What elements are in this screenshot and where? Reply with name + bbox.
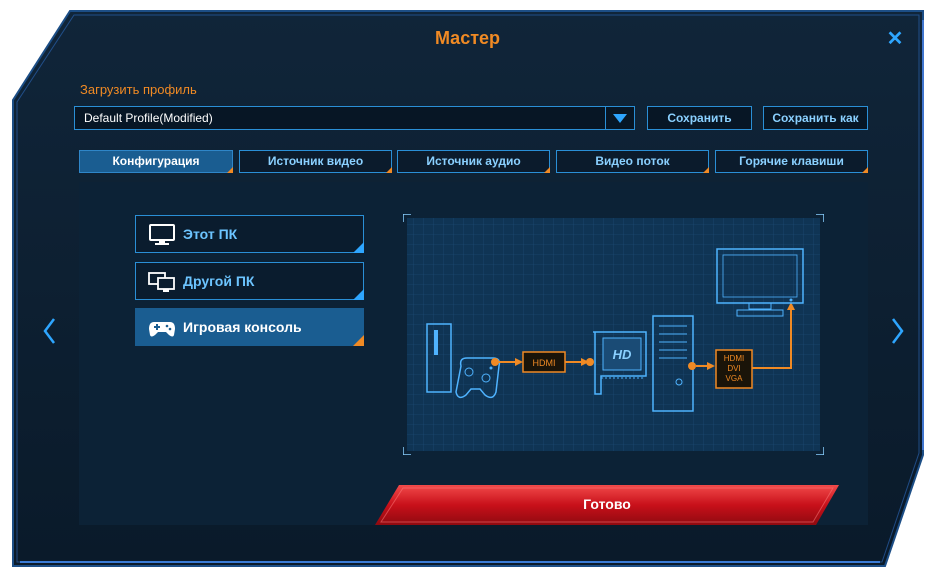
tab-label: Видео поток	[595, 154, 670, 168]
tab-label: Горячие клавиши	[739, 154, 844, 168]
window-title: Мастер	[434, 28, 501, 48]
done-button-bg	[375, 485, 839, 525]
profile-label: Загрузить профиль	[80, 82, 197, 97]
option-other-pc[interactable]: Другой ПК	[135, 262, 364, 300]
console-icon	[426, 323, 452, 393]
option-corner	[353, 335, 364, 346]
gamepad-icon	[148, 317, 176, 339]
option-corner	[353, 289, 364, 300]
option-label: Игровая консоль	[183, 319, 302, 335]
save-as-button[interactable]: Сохранить как	[763, 106, 868, 130]
tab-label: Конфигурация	[112, 154, 200, 168]
option-label: Другой ПК	[183, 273, 255, 289]
tab-configuration[interactable]: Конфигурация	[79, 150, 233, 173]
tab-hotkeys[interactable]: Горячие клавиши	[715, 150, 868, 173]
option-label: Этот ПК	[183, 226, 238, 242]
profile-value: Default Profile(Modified)	[84, 111, 213, 125]
chevron-down-icon[interactable]	[605, 107, 634, 129]
tab-label: Источник аудио	[426, 154, 521, 168]
option-this-pc[interactable]: Этот ПК	[135, 215, 364, 253]
profile-dropdown[interactable]: Default Profile(Modified)	[74, 106, 635, 130]
next-arrow-icon[interactable]	[887, 315, 907, 347]
monitor-icon	[148, 224, 176, 246]
tab-video-stream[interactable]: Видео поток	[556, 150, 709, 173]
two-monitors-icon	[148, 271, 176, 293]
tab-label: Источник видео	[267, 154, 364, 168]
tab-corner	[862, 167, 868, 173]
output-hdmi: HDMI	[724, 354, 744, 363]
save-button[interactable]: Сохранить	[647, 106, 752, 130]
diagram-svg: HDMI HD HDMI DVI VGA	[402, 213, 825, 456]
done-button[interactable]: Готово	[375, 485, 839, 525]
done-label: Готово	[583, 496, 631, 512]
option-game-console[interactable]: Игровая консоль	[135, 308, 364, 346]
tab-corner	[386, 167, 392, 173]
tab-corner	[703, 167, 709, 173]
tab-audio-source[interactable]: Источник аудио	[397, 150, 550, 173]
gamepad-outline-icon	[455, 357, 501, 399]
close-icon[interactable]: ✕	[886, 28, 904, 50]
output-dvi: DVI	[727, 364, 740, 373]
capture-card-icon	[593, 331, 647, 395]
card-logo: HD	[613, 347, 632, 362]
connection-diagram: HDMI HD HDMI DVI VGA	[402, 213, 825, 456]
hdmi-label: HDMI	[533, 358, 556, 368]
option-corner	[353, 242, 364, 253]
tab-corner	[227, 167, 233, 173]
tab-video-source[interactable]: Источник видео	[239, 150, 392, 173]
prev-arrow-icon[interactable]	[40, 315, 60, 347]
tab-corner	[544, 167, 550, 173]
output-vga: VGA	[726, 374, 744, 383]
